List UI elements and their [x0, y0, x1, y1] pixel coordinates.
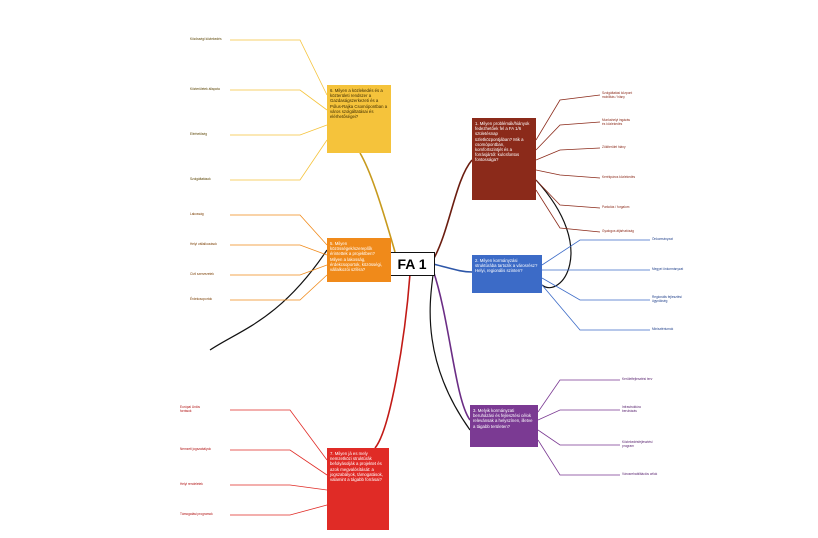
- leaf-r6[interactable]: Gyalogos átjárhatóság: [602, 229, 634, 233]
- b4-connectors: [230, 409, 328, 516]
- leaf-bl2[interactable]: Megyei önkormányzat: [652, 267, 684, 271]
- leaf-o2[interactable]: Helyi vállalkozások: [190, 242, 217, 246]
- b1-connectors: [535, 94, 601, 233]
- link-b6: [359, 152, 396, 253]
- leaf-g4[interactable]: Szolgáltatások: [190, 177, 211, 181]
- leaf-p4[interactable]: Városrehabilitációs célok: [622, 472, 658, 476]
- cross-link-3: [209, 249, 328, 351]
- leaf-r4[interactable]: Kerékpáros közlekedés: [602, 175, 636, 179]
- leaf-r2[interactable]: Munkahelyi ingázás és közlekedés: [602, 118, 630, 126]
- b5-connectors: [230, 214, 328, 301]
- branch-6[interactable]: 6. Milyen a közlekedés és a közterületi …: [327, 85, 391, 153]
- leaf-o1[interactable]: Lakosság: [190, 212, 204, 216]
- b2-connectors: [541, 239, 650, 331]
- link-b2: [432, 263, 473, 273]
- b6-connectors: [230, 39, 328, 181]
- link-b1: [432, 159, 473, 261]
- leaf-r1[interactable]: Szolgáltatási központ mobilitás / hiány: [602, 91, 633, 99]
- leaf-c3[interactable]: Helyi rendeletek: [180, 482, 203, 486]
- cross-link-1: [535, 179, 572, 289]
- leaf-bl4[interactable]: Minisztériumok: [652, 327, 674, 331]
- leaf-r5[interactable]: Parkolás / forgalom: [602, 205, 630, 209]
- b3-connectors: [537, 379, 620, 476]
- cross-link-2: [429, 274, 471, 431]
- link-b4: [374, 273, 411, 449]
- branch-2[interactable]: 2. Milyen kormányzási struktúrába tartoz…: [472, 255, 542, 293]
- leaf-p2[interactable]: Infrastruktúra beruházás: [622, 405, 641, 413]
- leaf-g2[interactable]: Közterületek állapota: [190, 87, 220, 91]
- leaf-c2[interactable]: Nemzeti jogszabályok: [180, 447, 212, 451]
- leaf-c4[interactable]: Támogatási programok: [180, 512, 213, 516]
- branch-1[interactable]: 1. Milyen problémák/hiányok fedezhetőek …: [472, 118, 536, 200]
- link-b3: [432, 269, 471, 421]
- leaf-c1[interactable]: Európai Uniós források: [180, 405, 201, 413]
- branch-3[interactable]: 3. Melyik kormányzati beruházási és fejl…: [470, 405, 538, 447]
- leaf-bl1[interactable]: Önkormányzat: [652, 237, 673, 241]
- leaf-g1[interactable]: Közösségi közlekedés: [190, 37, 222, 41]
- leaf-o3[interactable]: Civil szervezetek: [190, 272, 214, 276]
- leaf-p3[interactable]: Közlekedésfejlesztési program: [622, 440, 653, 448]
- leaf-r3[interactable]: Zöldterület hiány: [602, 145, 626, 149]
- leaf-p1[interactable]: Kerületfejlesztési terv: [622, 377, 653, 381]
- leaf-bl3[interactable]: Regionális fejlesztési ügynökség: [652, 295, 682, 303]
- branch-7[interactable]: 7. Milyen já es mely nemzetközi struktúr…: [327, 448, 389, 530]
- branch-5[interactable]: 5. Milyen közösségek/szereplők érintette…: [327, 238, 391, 282]
- central-topic[interactable]: FA 1: [389, 252, 435, 276]
- leaf-o4[interactable]: Érdekcsoportok: [190, 297, 213, 301]
- leaf-g3[interactable]: Elérhetőség: [190, 132, 208, 136]
